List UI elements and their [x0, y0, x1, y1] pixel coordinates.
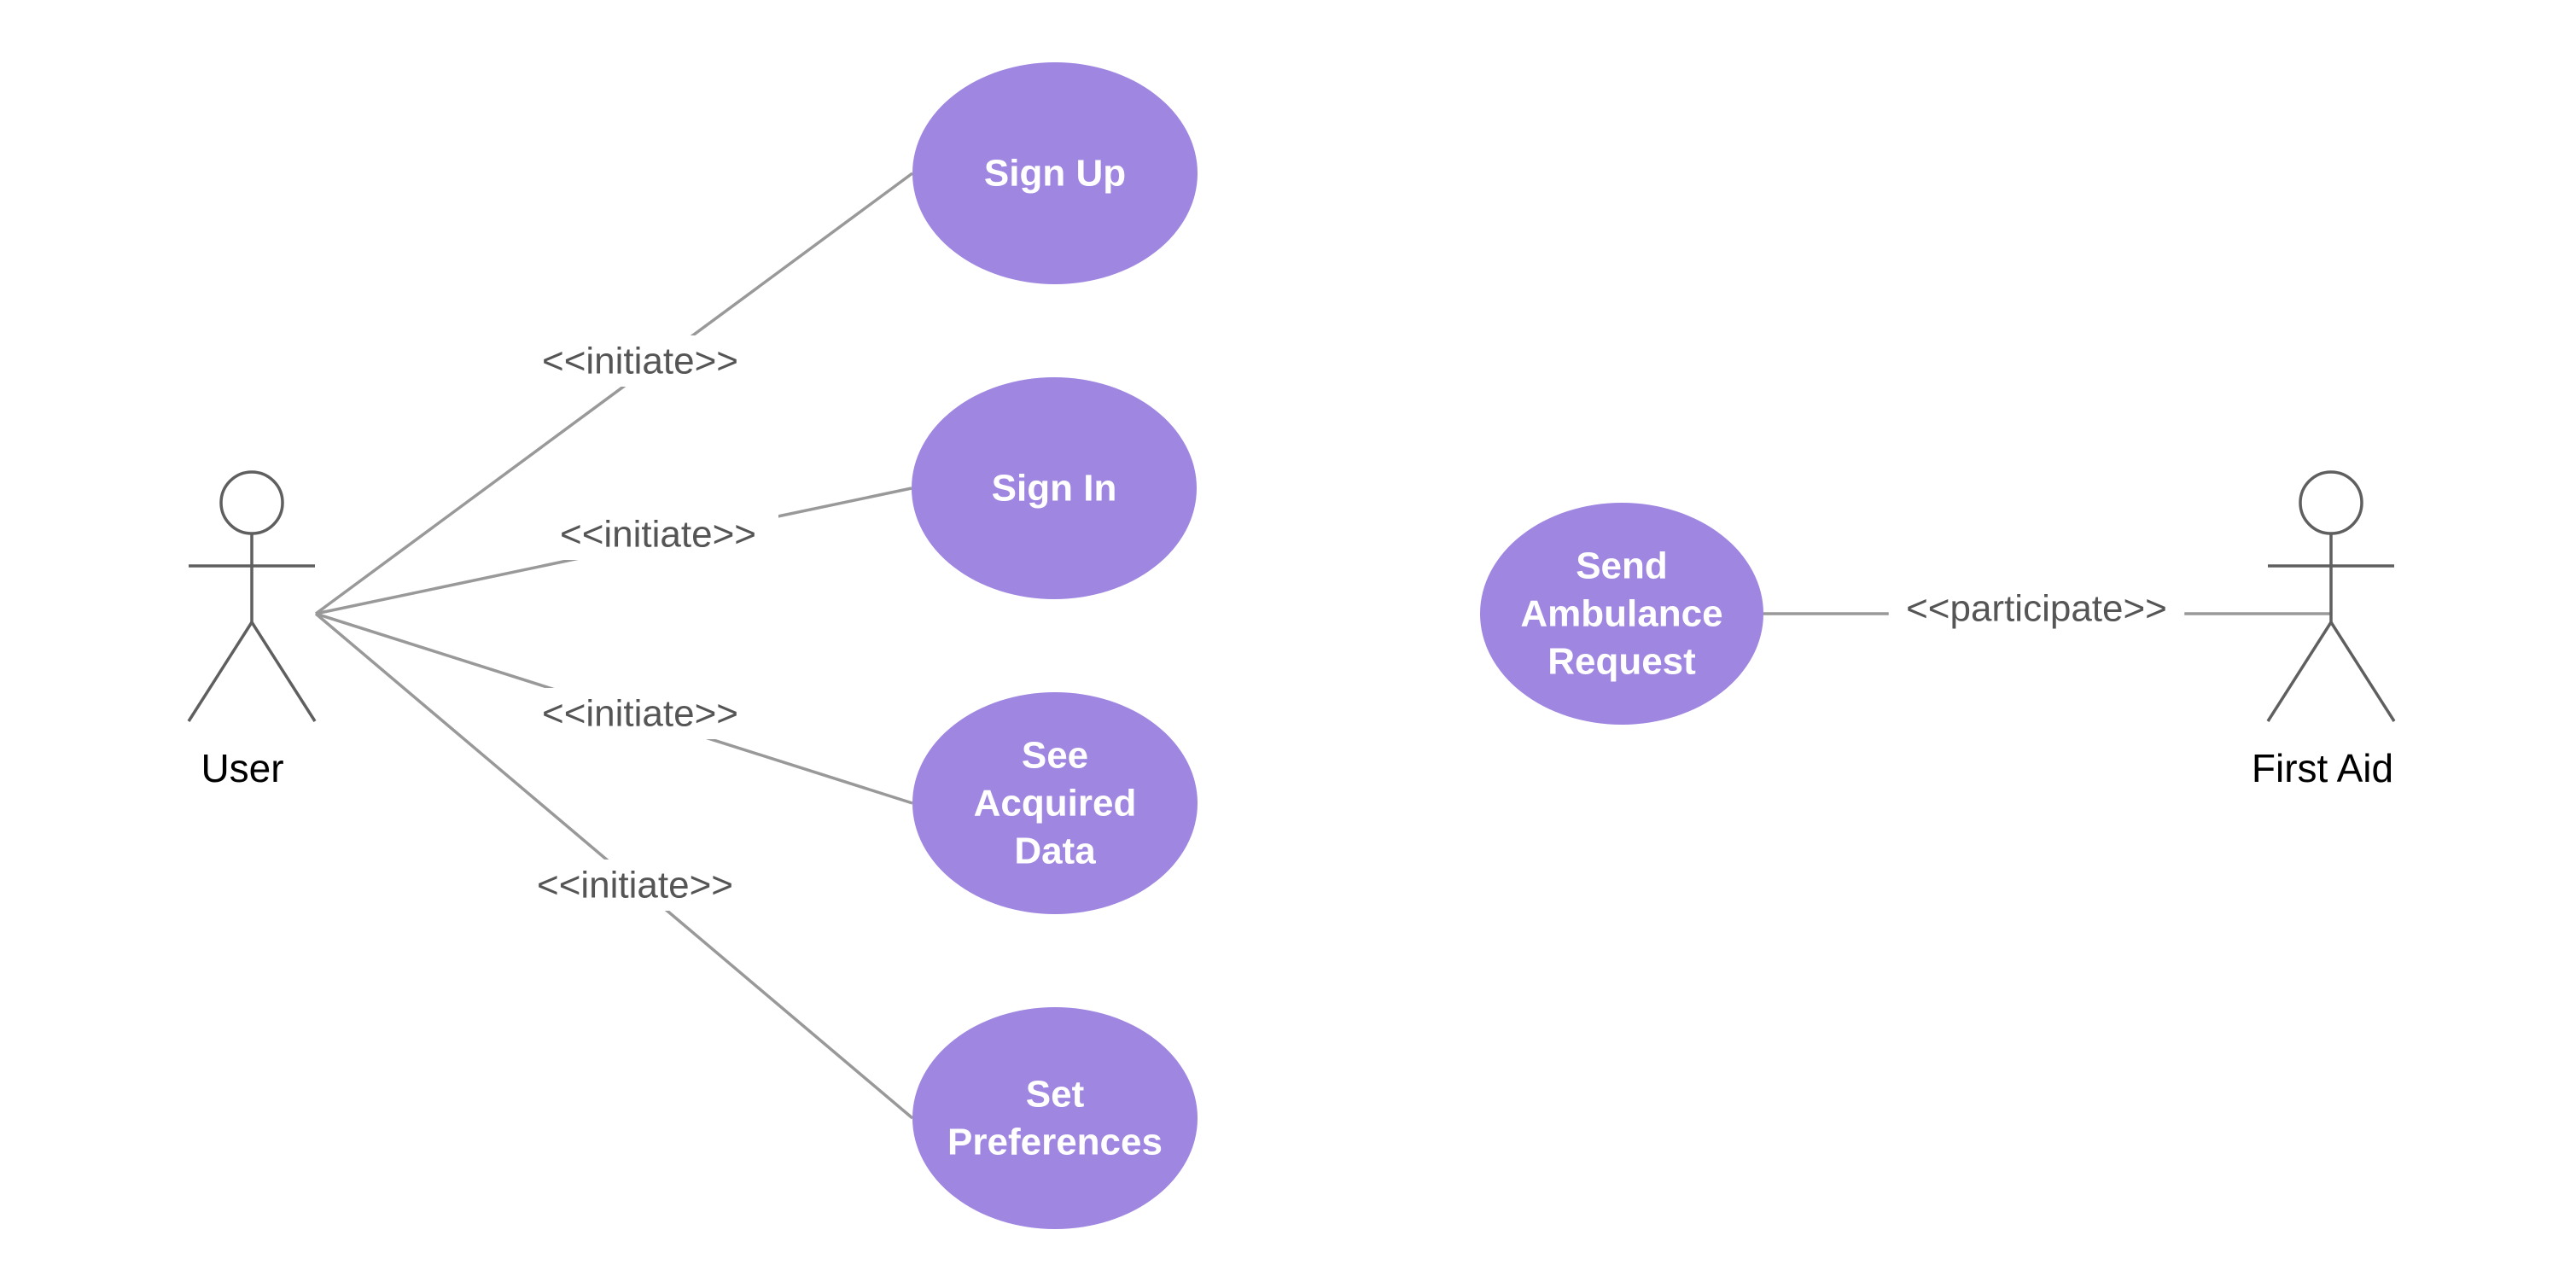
stick-figure-icon	[2266, 470, 2396, 722]
association-label: <<initiate>>	[560, 514, 756, 556]
use-case-label-line: Data	[1014, 830, 1096, 872]
association-label: <<initiate>>	[542, 341, 738, 382]
actor-name: User	[201, 746, 283, 790]
association-label-background	[520, 335, 761, 387]
use-case-sign-in[interactable]: Sign In	[912, 377, 1197, 599]
association-label: <<initiate>>	[537, 865, 733, 906]
association-label: <<participate>>	[1906, 588, 2167, 630]
actor-right-leg	[250, 621, 317, 722]
use-case-label-line: Sign In	[992, 468, 1117, 510]
use-case-ellipse	[912, 62, 1198, 284]
association-user-see-acquired-data: <<initiate>>	[315, 612, 913, 805]
actor-head	[219, 470, 284, 535]
stick-figure-icon	[187, 470, 317, 722]
actor-left-leg	[2266, 621, 2333, 722]
use-case-label-line: Sign Up	[984, 153, 1126, 195]
use-case-label-line: Request	[1547, 641, 1696, 683]
association-user-set-preferences: <<initiate>>	[314, 612, 914, 1120]
use-case-label-line: Preferences	[947, 1122, 1163, 1163]
actor-first-aid[interactable]: First Aid	[2252, 470, 2396, 790]
actor-head	[2299, 470, 2363, 535]
association-send-ambulance-request-first-aid: <<participate>>	[1763, 583, 2331, 634]
use-case-label-line: See	[1022, 735, 1088, 777]
use-case-label-line: Send	[1576, 545, 1668, 587]
use-case-ellipse	[912, 692, 1198, 914]
actor-user[interactable]: User	[187, 470, 317, 790]
use-case-label-line: Set	[1026, 1074, 1085, 1116]
actor-name: First Aid	[2252, 746, 2393, 790]
actor-right-leg	[2329, 621, 2396, 722]
use-case-ellipse	[1480, 503, 1763, 725]
association-user-sign-up: <<initiate>>	[314, 172, 914, 615]
association-label: <<initiate>>	[542, 693, 738, 735]
actor-left-leg	[187, 621, 254, 722]
use-case-ellipse	[912, 377, 1197, 599]
association-line	[314, 172, 914, 615]
use-case-label-line: Ambulance	[1520, 593, 1722, 635]
use-case-ellipse	[912, 1007, 1198, 1229]
association-label-background	[538, 509, 778, 560]
association-label-background	[515, 860, 755, 911]
use-case-label-line: Acquired	[974, 783, 1137, 825]
association-label-background	[520, 688, 761, 739]
use-case-sign-up[interactable]: Sign Up	[912, 62, 1198, 284]
association-label-background	[1888, 583, 2185, 634]
association-user-sign-in: <<initiate>>	[315, 487, 912, 615]
